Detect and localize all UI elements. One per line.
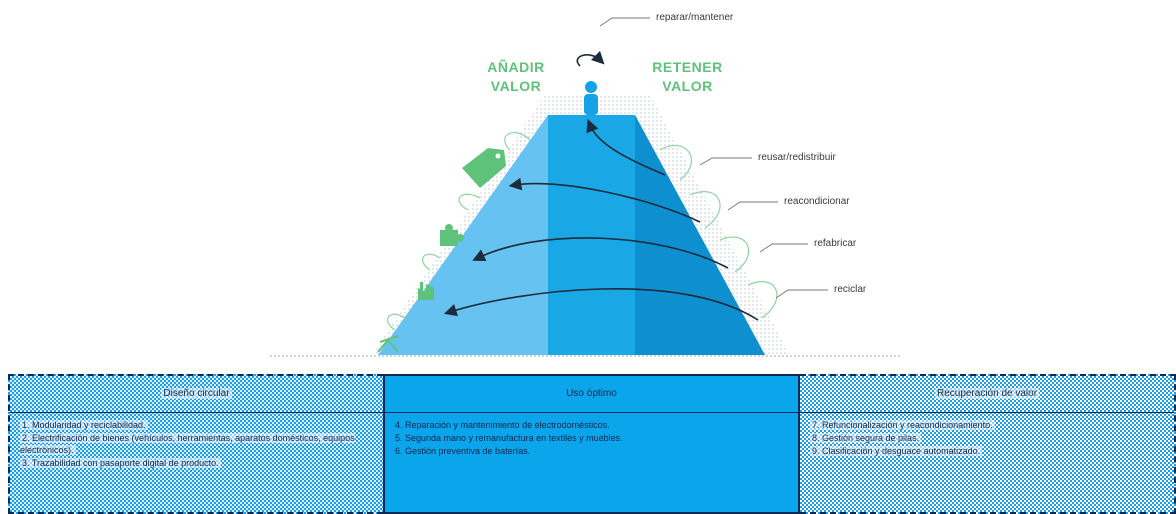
loop-arrows	[443, 119, 759, 321]
pyramid-center-face	[548, 115, 635, 355]
list-item: 8. Gestión segura de pilas.	[810, 433, 922, 443]
add-value-heading-line1: AÑADIR	[487, 59, 545, 75]
column-header-text: Recuperación de valor	[934, 388, 1040, 399]
add-value-heading: AÑADIR VALOR	[476, 58, 556, 96]
column-header-text: Diseño circular	[161, 388, 232, 399]
green-loops	[387, 131, 778, 331]
circular-economy-pyramid-diagram: AÑADIR VALOR RETENER VALOR reparar/mante…	[270, 12, 900, 357]
retain-value-heading: RETENER VALOR	[640, 58, 735, 96]
label-reuse-redistribute: reusar/redistribuir	[758, 152, 836, 163]
puzzle-piece-icon	[440, 224, 464, 246]
list-item: 4. Reparación y mantenimiento de electro…	[395, 420, 610, 430]
person-icon	[584, 81, 598, 115]
pyramid-left-shade	[378, 115, 548, 355]
repair-loop-arrow	[576, 50, 605, 67]
column-circular-design: Diseño circular 1. Modularidad y recicla…	[8, 374, 383, 514]
add-value-heading-line2: VALOR	[490, 78, 542, 94]
column-optimal-use: Uso óptimo 4. Reparación y mantenimiento…	[383, 374, 800, 514]
list-item: 7. Refuncionalización y reacondicionamie…	[810, 420, 995, 430]
oil-pump-icon	[377, 335, 399, 353]
list-item: 5. Segunda mano y remanufactura en texti…	[395, 433, 623, 443]
label-connectors	[599, 17, 828, 299]
pyramid-right-face	[635, 115, 765, 355]
list-item: 9. Clasificación y desguace automatizado…	[810, 446, 983, 456]
list-item: 2. Electrificación de bienes (vehículos,…	[20, 433, 355, 455]
strategy-table: Diseño circular 1. Modularidad y recicla…	[8, 374, 1176, 514]
factory-icon	[418, 282, 434, 300]
column-header: Uso óptimo	[385, 376, 798, 413]
list-item: 1. Modularidad y reciclabilidad.	[20, 420, 148, 430]
retain-value-heading-line1: RETENER	[652, 59, 723, 75]
label-remanufacture: refabricar	[814, 238, 857, 249]
list-item: 3. Trazabilidad con pasaporte digital de…	[20, 458, 221, 468]
item-list: 4. Reparación y mantenimiento de electro…	[385, 419, 798, 457]
column-header: Recuperación de valor	[800, 376, 1174, 413]
label-refurbish: reacondicionar	[784, 196, 850, 207]
column-value-recovery: Recuperación de valor 7. Refuncionalizac…	[800, 374, 1176, 514]
label-repair-maintain: reparar/mantener	[656, 12, 734, 23]
pyramid-svg	[270, 17, 900, 357]
item-list: 7. Refuncionalización y reacondicionamie…	[800, 419, 1174, 457]
price-tag-icon	[462, 148, 506, 188]
list-item: 6. Gestión preventiva de baterías.	[395, 446, 531, 456]
column-header: Diseño circular	[10, 376, 383, 413]
retain-value-heading-line2: VALOR	[662, 78, 713, 94]
label-recycle: reciclar	[834, 284, 867, 295]
item-list: 1. Modularidad y reciclabilidad. 2. Elec…	[10, 419, 383, 469]
